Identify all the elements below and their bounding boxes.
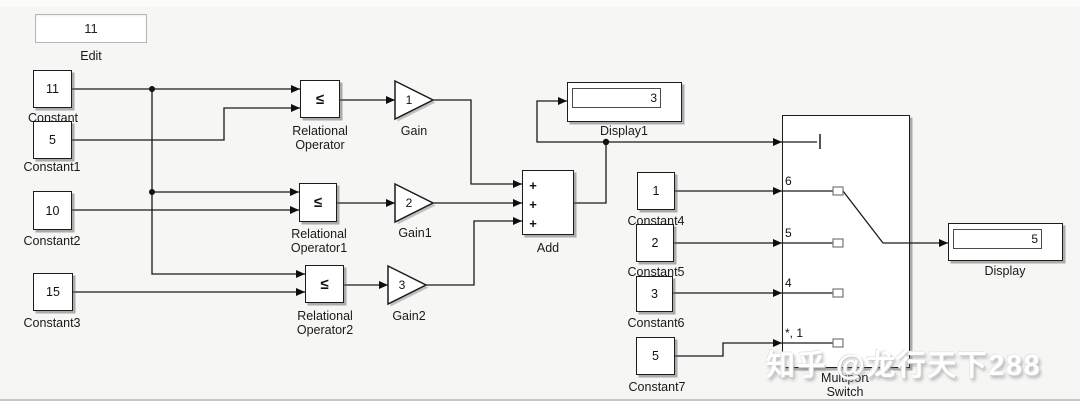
gain-value: 3 bbox=[398, 278, 406, 292]
constant3-label: Constant3 bbox=[23, 316, 81, 330]
constant-label: Constant bbox=[27, 111, 79, 125]
multiport-port-label: 4 bbox=[785, 276, 792, 290]
constant1-label: Constant1 bbox=[23, 160, 81, 174]
constant2-block[interactable]: 10 bbox=[33, 191, 72, 230]
gain2-block[interactable] bbox=[387, 264, 428, 306]
port-contact bbox=[832, 338, 844, 348]
constant1-block[interactable]: 5 bbox=[33, 121, 72, 159]
junction-dots bbox=[149, 86, 610, 195]
gain-label: Gain bbox=[400, 124, 428, 138]
constant-value: 3 bbox=[651, 287, 658, 301]
bottom-strip bbox=[0, 401, 1080, 404]
multiport-port-label: *, 1 bbox=[785, 326, 804, 340]
relational-operator1-block[interactable]: ≤ bbox=[299, 183, 337, 222]
constant-value: 1 bbox=[652, 184, 660, 198]
constant7-label: Constant7 bbox=[628, 380, 686, 394]
multiport-switch-label: Multiport Switch bbox=[821, 371, 869, 399]
gain2-label: Gain2 bbox=[392, 309, 426, 323]
wire[interactable] bbox=[536, 97, 606, 143]
constant-block[interactable]: 11 bbox=[33, 70, 72, 108]
display-block[interactable]: 5 bbox=[948, 223, 1063, 261]
gain-value: 1 bbox=[405, 93, 413, 107]
add-block[interactable]: + + + bbox=[522, 170, 574, 235]
constant5-block[interactable]: 2 bbox=[636, 224, 674, 262]
gain1-label: Gain1 bbox=[398, 226, 432, 240]
less-equal-icon: ≤ bbox=[315, 90, 325, 108]
multiport-port-label: 5 bbox=[785, 226, 792, 240]
relational-operator-label: Relational Operator bbox=[292, 124, 348, 152]
wire[interactable] bbox=[426, 217, 522, 286]
gain1-block[interactable] bbox=[394, 182, 435, 224]
add-label: Add bbox=[536, 241, 560, 255]
multiport-port-label: 6 bbox=[785, 174, 792, 188]
relational-operator1-label: Relational Operator1 bbox=[290, 227, 348, 255]
bottom-divider bbox=[0, 399, 1080, 401]
gain-block[interactable] bbox=[394, 79, 435, 121]
constant4-label: Constant4 bbox=[627, 214, 685, 228]
display1-label: Display1 bbox=[600, 124, 648, 138]
display1-block[interactable]: 3 bbox=[567, 82, 682, 122]
constant4-block[interactable]: 1 bbox=[637, 172, 675, 210]
relational-operator2-block[interactable]: ≤ bbox=[305, 265, 344, 303]
constant6-block[interactable]: 3 bbox=[636, 276, 673, 312]
wire[interactable] bbox=[433, 99, 522, 188]
display-value-field: 5 bbox=[953, 229, 1042, 249]
constant-value: 10 bbox=[45, 203, 60, 218]
display-label: Display bbox=[984, 264, 1026, 278]
port-contact bbox=[832, 186, 844, 196]
relational-operator2-label: Relational Operator2 bbox=[296, 309, 354, 337]
switch-lever bbox=[842, 190, 884, 244]
constant-value: 2 bbox=[651, 236, 659, 250]
constant5-label: Constant5 bbox=[627, 265, 685, 279]
constant7-block[interactable]: 5 bbox=[636, 337, 675, 375]
multiport-switch-block[interactable] bbox=[782, 115, 910, 368]
less-equal-icon: ≤ bbox=[313, 194, 323, 211]
constant3-block[interactable]: 15 bbox=[33, 273, 73, 311]
constant-value: 5 bbox=[49, 133, 56, 147]
port-contact bbox=[832, 288, 844, 298]
port-contact bbox=[832, 238, 844, 248]
plus-sign: + bbox=[529, 196, 537, 212]
wire[interactable] bbox=[72, 104, 300, 141]
less-equal-icon: ≤ bbox=[320, 275, 329, 293]
wire[interactable] bbox=[574, 142, 607, 204]
display1-value-field: 3 bbox=[572, 88, 661, 108]
constant-value: 5 bbox=[652, 349, 659, 363]
plus-sign: + bbox=[529, 215, 537, 231]
constant-value: 11 bbox=[46, 82, 59, 96]
constant2-label: Constant2 bbox=[23, 234, 81, 248]
wire[interactable] bbox=[675, 339, 782, 357]
gain-value: 2 bbox=[405, 196, 413, 210]
constant6-label: Constant6 bbox=[627, 316, 685, 330]
relational-operator-block[interactable]: ≤ bbox=[300, 80, 340, 118]
top-strip bbox=[0, 0, 1080, 7]
edit-label: Edit bbox=[80, 49, 102, 63]
plus-sign: + bbox=[529, 177, 537, 193]
watermark: 知乎 @龙行天下288 bbox=[766, 350, 1042, 382]
edit-input[interactable] bbox=[35, 14, 147, 43]
constant-value: 15 bbox=[46, 285, 60, 299]
wire[interactable] bbox=[151, 89, 305, 278]
